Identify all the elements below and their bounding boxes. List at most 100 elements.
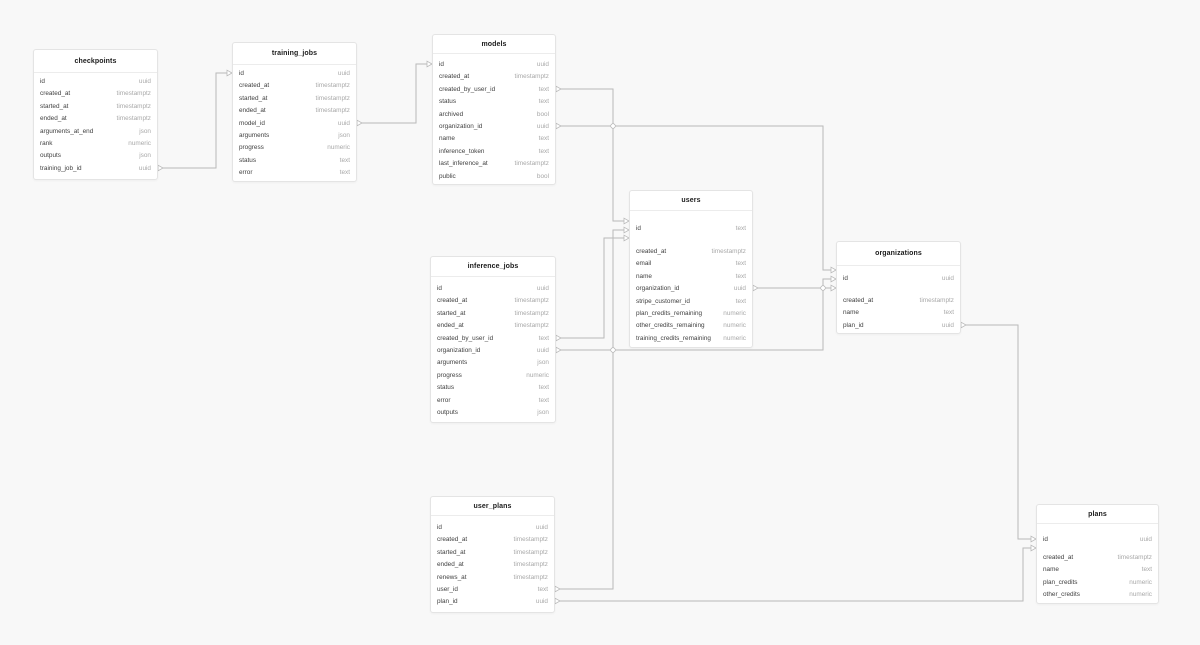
field-type: uuid bbox=[337, 69, 350, 77]
field-name: ended_at bbox=[239, 107, 266, 115]
field-type: numeric bbox=[327, 144, 350, 152]
field-name: started_at bbox=[437, 309, 466, 317]
field-type: text bbox=[735, 224, 746, 232]
field-name: last_inference_at bbox=[439, 160, 488, 168]
field-type: uuid bbox=[535, 598, 548, 606]
field-name: progress bbox=[437, 371, 462, 379]
field-name: error bbox=[239, 169, 253, 177]
field-name: id bbox=[437, 523, 442, 531]
field-type: numeric bbox=[723, 309, 746, 317]
field-type: bool bbox=[536, 110, 549, 118]
field-type: timestamptz bbox=[514, 309, 549, 317]
target-arrow-icon bbox=[623, 217, 630, 225]
source-arrow-icon bbox=[555, 85, 562, 93]
field-type: uuid bbox=[536, 122, 549, 130]
field-type: numeric bbox=[723, 322, 746, 330]
field-type: text bbox=[538, 85, 549, 93]
field-name: plan_credits bbox=[1043, 578, 1078, 586]
source-arrow-icon bbox=[555, 334, 562, 342]
field-type: text bbox=[339, 169, 350, 177]
relationship-line bbox=[158, 72, 232, 169]
source-arrow-icon bbox=[356, 119, 363, 127]
source-arrow-icon bbox=[752, 284, 759, 292]
field-type: numeric bbox=[1129, 591, 1152, 599]
field-type: uuid bbox=[536, 60, 549, 68]
field-name: rank bbox=[40, 139, 53, 147]
target-arrow-icon bbox=[1030, 544, 1037, 552]
field-type: timestamptz bbox=[514, 160, 549, 168]
table-title: users bbox=[630, 191, 752, 211]
field-type: timestamptz bbox=[116, 115, 151, 123]
target-arrow-icon bbox=[830, 284, 837, 292]
field-name: started_at bbox=[40, 102, 69, 110]
field-name: arguments_at_end bbox=[40, 127, 94, 135]
field-name: training_job_id bbox=[40, 164, 82, 172]
table-title: models bbox=[433, 35, 555, 54]
field-type: json bbox=[139, 152, 151, 160]
field-name: stripe_customer_id bbox=[636, 297, 690, 305]
source-arrow-icon bbox=[555, 122, 562, 130]
line-crossing-marker bbox=[609, 122, 617, 130]
field-name: inference_token bbox=[439, 147, 485, 155]
field-name: organization_id bbox=[437, 346, 481, 354]
field-name: status bbox=[239, 156, 257, 164]
field-type: timestamptz bbox=[513, 548, 548, 556]
field-type: timestamptz bbox=[1117, 553, 1152, 561]
field-type: text bbox=[538, 384, 549, 392]
field-type: text bbox=[339, 156, 350, 164]
field-name: email bbox=[636, 260, 652, 268]
relationship-line bbox=[556, 125, 836, 271]
field-name: created_at bbox=[239, 82, 270, 90]
field-type: timestamptz bbox=[513, 536, 548, 544]
relationship-line bbox=[357, 63, 432, 124]
field-name: created_at bbox=[439, 73, 470, 81]
field-type: text bbox=[538, 334, 549, 342]
source-arrow-icon bbox=[555, 346, 562, 354]
table-title: inference_jobs bbox=[431, 257, 555, 277]
relationship-line bbox=[961, 324, 1036, 540]
field-name: arguments bbox=[437, 359, 468, 367]
field-row-error: error text bbox=[233, 167, 356, 179]
field-type: uuid bbox=[1139, 535, 1152, 543]
source-arrow-icon bbox=[157, 164, 164, 172]
field-name: status bbox=[437, 384, 455, 392]
field-name: created_at bbox=[843, 296, 874, 304]
field-type: timestamptz bbox=[315, 82, 350, 90]
field-type: numeric bbox=[723, 334, 746, 342]
